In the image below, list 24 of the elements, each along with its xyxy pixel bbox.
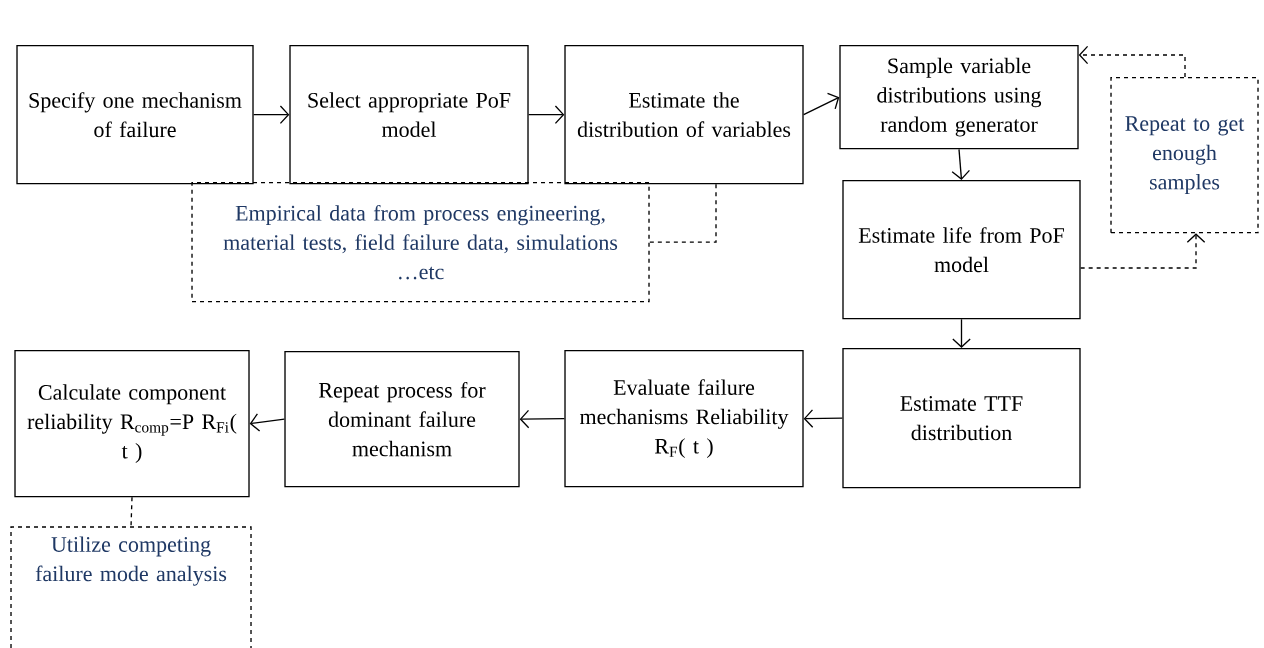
arrow: [249, 413, 285, 432]
arrow: [1078, 45, 1186, 78]
process-box: Estimate TTF distribution: [842, 348, 1081, 489]
arrow: [803, 409, 843, 428]
process-box: Repeat process for dominant failure mechanism: [284, 351, 520, 488]
process-box: Estimate life from PoF model: [842, 180, 1081, 320]
note-box: Utilize competing failure mode analysis: [10, 526, 252, 648]
process-box: Select appropriate PoF model: [289, 45, 529, 185]
process-box: Specify one mechanism of failure: [16, 45, 254, 185]
arrow: [951, 148, 971, 180]
process-box: Sample variable distributions using random generator: [839, 45, 1079, 150]
arrow: [803, 92, 840, 116]
arrow: [253, 105, 290, 124]
arrow: [1080, 233, 1206, 269]
process-box: Estimate the distribution of variables: [564, 45, 804, 185]
note-box: Repeat to get enough samples: [1110, 77, 1259, 234]
connector-line: [130, 496, 133, 528]
connector-line: [649, 183, 717, 243]
arrow: [519, 409, 565, 429]
arrow: [528, 105, 565, 124]
process-box: Calculate component reliability R$_{comp}$=P R$_{Fi}$( t ): [14, 350, 250, 498]
process-box: Evaluate failure mechanisms Reliability R$_{F}$( t ): [564, 350, 804, 488]
arrow: [952, 318, 971, 348]
note-box: Empirical data from process engineering, material tests, field failure data, simulations …etc: [191, 182, 650, 303]
